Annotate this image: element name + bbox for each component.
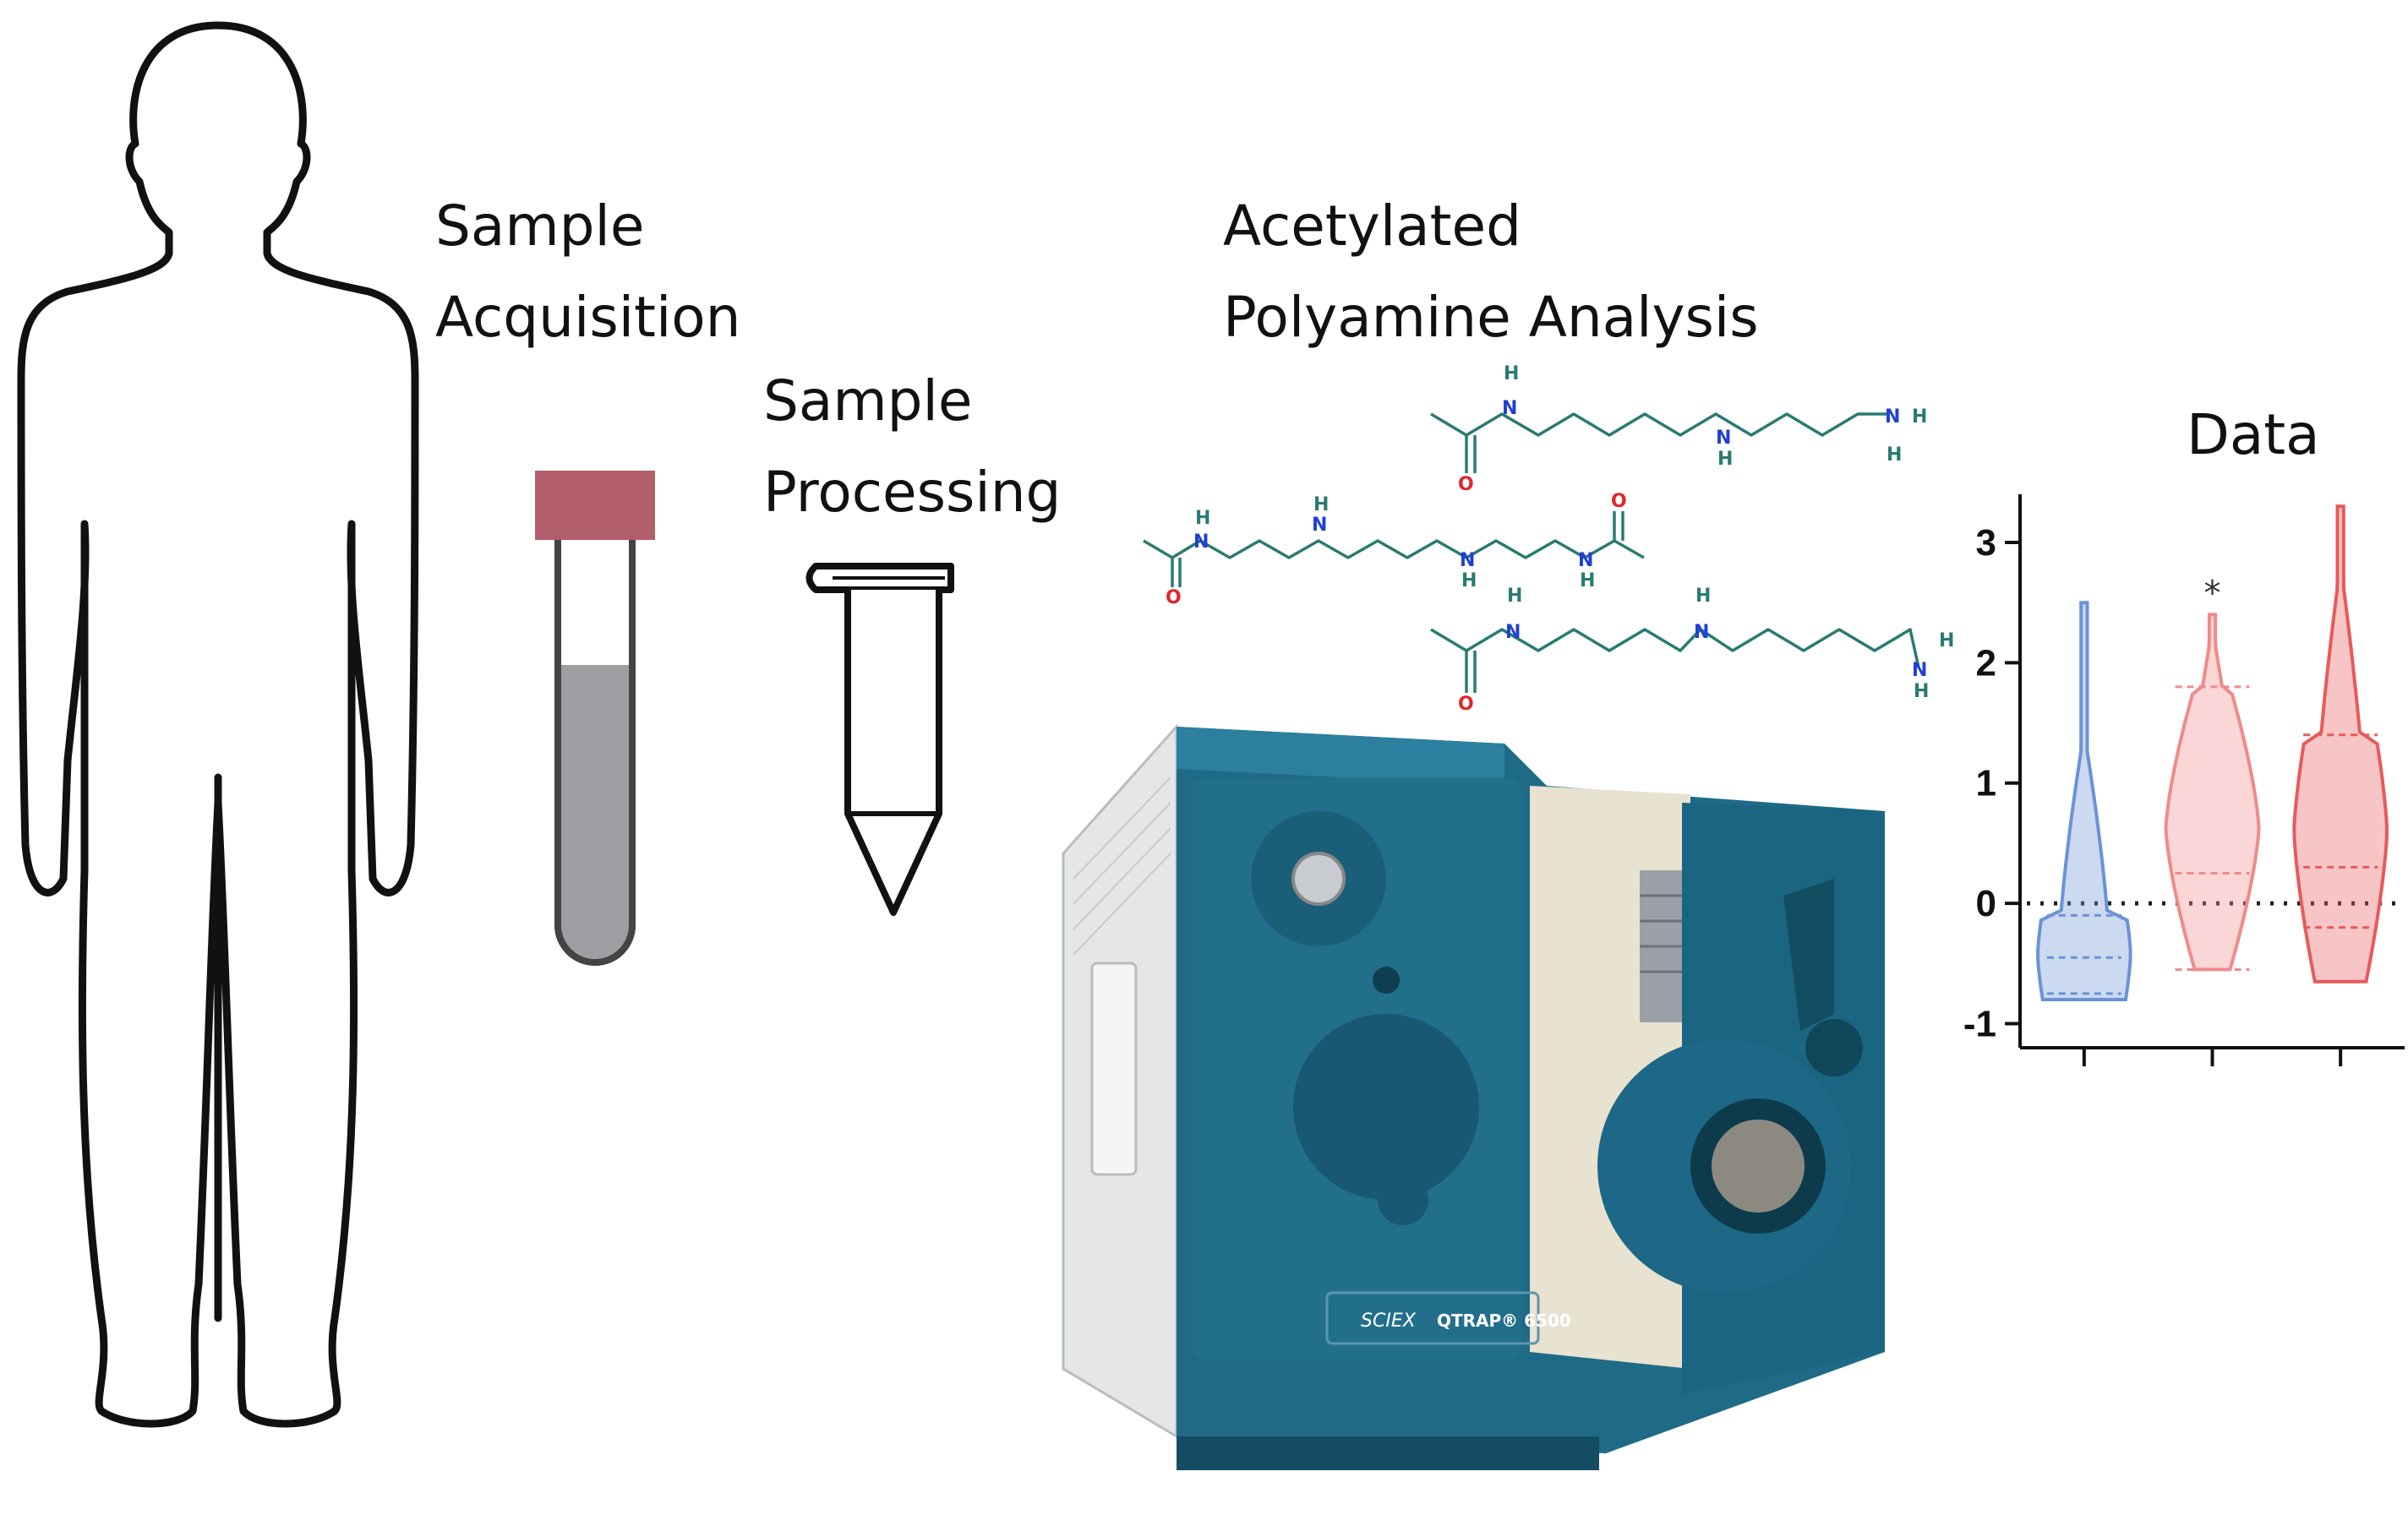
- violin-chart: -1 0 1 2 3 *: [1963, 494, 2405, 1066]
- acetylspermidine-structure-1: O N H N H N H H: [1430, 363, 1927, 495]
- mass-spectrometer-image: SCIEX QTRAP® 6500: [1062, 723, 1885, 1470]
- atom-N: N: [1912, 660, 1927, 681]
- polyamine-analysis-label-line2: Polyamine Analysis: [1223, 285, 1759, 350]
- atom-H: H: [1504, 363, 1519, 384]
- atom-N: N: [1716, 428, 1731, 449]
- atom-H: H: [1939, 630, 1954, 651]
- blood-tube-icon: [535, 471, 655, 966]
- atom-H: H: [1580, 570, 1595, 591]
- atom-N: N: [1505, 622, 1521, 643]
- y-tick-label: 1: [1976, 763, 1996, 804]
- atom-H: H: [1695, 586, 1711, 607]
- instrument-brand: SCIEX: [1361, 1311, 1417, 1332]
- atom-H: H: [1313, 494, 1329, 515]
- atom-H: H: [1914, 681, 1929, 702]
- atom-H: H: [1887, 444, 1902, 466]
- y-tick-label: -1: [1963, 1004, 1996, 1045]
- atom-O: O: [1458, 474, 1474, 495]
- atom-O: O: [1458, 694, 1474, 715]
- polyamine-analysis-label-line1: Acetylated: [1223, 193, 1521, 259]
- diacetylspermine-structure: O N H N H N H N H O: [1143, 491, 1645, 608]
- atom-H: H: [1507, 586, 1522, 607]
- significance-marker: *: [2204, 574, 2221, 613]
- y-tick-label: 2: [1976, 642, 1996, 684]
- microcentrifuge-tube-icon: [805, 563, 954, 916]
- atom-N: N: [1312, 515, 1327, 536]
- violins: *: [2036, 504, 2389, 1001]
- atom-N: N: [1502, 398, 1517, 419]
- atom-H: H: [1195, 508, 1210, 529]
- atom-O: O: [1611, 491, 1627, 512]
- x-axis-ticks: [2082, 1048, 2343, 1066]
- y-axis-ticks: -1 0 1 2 3: [1963, 522, 2020, 1045]
- data-label: Data: [2187, 402, 2320, 467]
- atom-H: H: [1717, 449, 1733, 470]
- instrument-model: QTRAP® 6500: [1437, 1311, 1571, 1331]
- atom-H: H: [1461, 570, 1477, 591]
- atom-N: N: [1578, 550, 1593, 571]
- atom-N: N: [1694, 622, 1709, 643]
- violin-3: [2292, 504, 2389, 984]
- sample-acquisition-label-line2: Acquisition: [435, 285, 741, 350]
- atom-H: H: [1912, 406, 1927, 428]
- atom-N: N: [1460, 550, 1475, 571]
- acetylspermidine-structure-2: O N H N H N H H: [1430, 586, 1954, 715]
- sample-acquisition-label-line1: Sample: [435, 193, 644, 259]
- atom-O: O: [1166, 587, 1182, 608]
- sample-processing-label-line1: Sample: [763, 368, 972, 433]
- y-tick-label: 0: [1976, 883, 1996, 924]
- violin-2: [2164, 613, 2261, 972]
- violin-1: [2036, 601, 2132, 1001]
- atom-N: N: [1885, 406, 1900, 428]
- sample-processing-label-line2: Processing: [763, 460, 1061, 525]
- y-tick-label: 3: [1976, 522, 1996, 564]
- atom-N: N: [1193, 531, 1209, 553]
- human-silhouette-icon: [17, 21, 419, 1428]
